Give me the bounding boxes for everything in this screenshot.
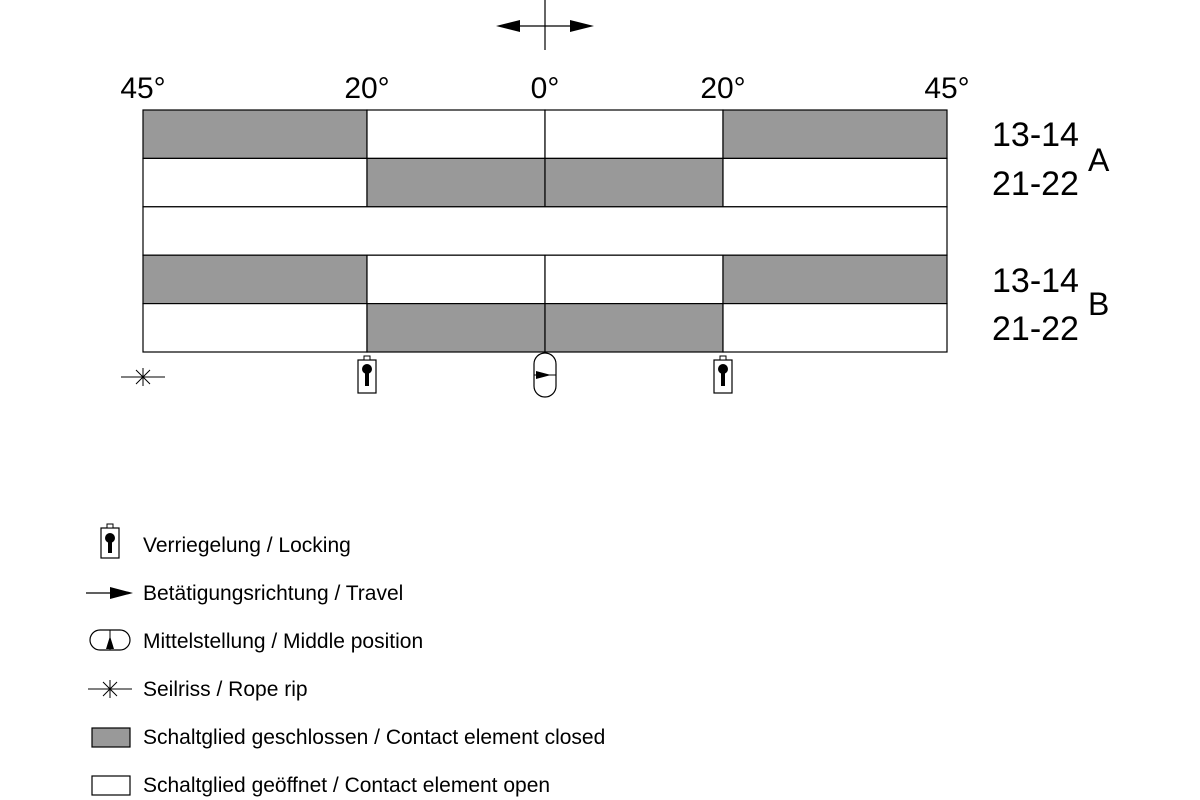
legend: Verriegelung / Locking Betätigungsrichtu… [86,523,605,797]
contact-cell-open [544,254,724,305]
contact-labels: 13-14 21-22 A 13-14 21-22 B [992,116,1110,348]
travel-arrow-icon [86,587,133,599]
rope-rip-icon [121,368,165,386]
legend-text-middle-position: Mittelstellung / Middle position [143,630,423,653]
legend-text-locking: Verriegelung / Locking [143,534,351,557]
contact-cell-closed [366,157,546,208]
contact-cell-closed [544,157,724,208]
contact-cell-open [544,109,724,160]
middle-position-icon [533,352,557,398]
lock-icon [357,355,377,394]
legend-text-closed: Schaltglied geschlossen / Contact elemen… [143,726,605,749]
legend-text-travel: Betätigungsrichtung / Travel [143,582,403,605]
open-swatch-icon [91,775,131,796]
contact-cell-open [366,254,546,305]
group-label-b: B [1088,286,1109,322]
closed-swatch-icon [91,727,131,748]
contact-cell-closed [722,109,948,160]
contact-cell-open [366,109,546,160]
contact-cell-closed [142,254,368,305]
contact-label-b-13-14: 13-14 [992,262,1079,300]
lock-icon [100,523,120,559]
angle-label: 0° [531,72,560,105]
legend-text-rope-rip: Seilriss / Rope rip [143,678,308,701]
contact-cell-open [142,157,368,208]
contact-label-a-13-14: 13-14 [992,116,1079,154]
angle-label: 20° [344,72,389,105]
contact-cell-open [722,303,948,353]
group-label-a: A [1088,142,1110,178]
rope-rip-icon [88,680,132,698]
angle-label: 45° [120,72,165,105]
contact-cell-open [142,303,368,353]
middle-position-icon [89,629,131,651]
contact-cell-closed [366,303,546,353]
contact-cell-closed [142,109,368,160]
angle-label: 45° [924,72,969,105]
double-arrow-travel-icon [496,0,594,50]
contact-bands [142,109,948,353]
contact-cell-closed [722,254,948,305]
angle-labels: 45° 20° 0° 20° 45° [120,72,969,105]
lock-icon [713,355,733,394]
spacer-row [142,206,948,256]
contact-label-a-21-22: 21-22 [992,165,1079,203]
angle-label: 20° [700,72,745,105]
contact-label-b-21-22: 21-22 [992,310,1079,348]
contact-cell-closed [544,303,724,353]
contact-cell-open [722,157,948,208]
legend-text-open: Schaltglied geöffnet / Contact element o… [143,774,550,797]
